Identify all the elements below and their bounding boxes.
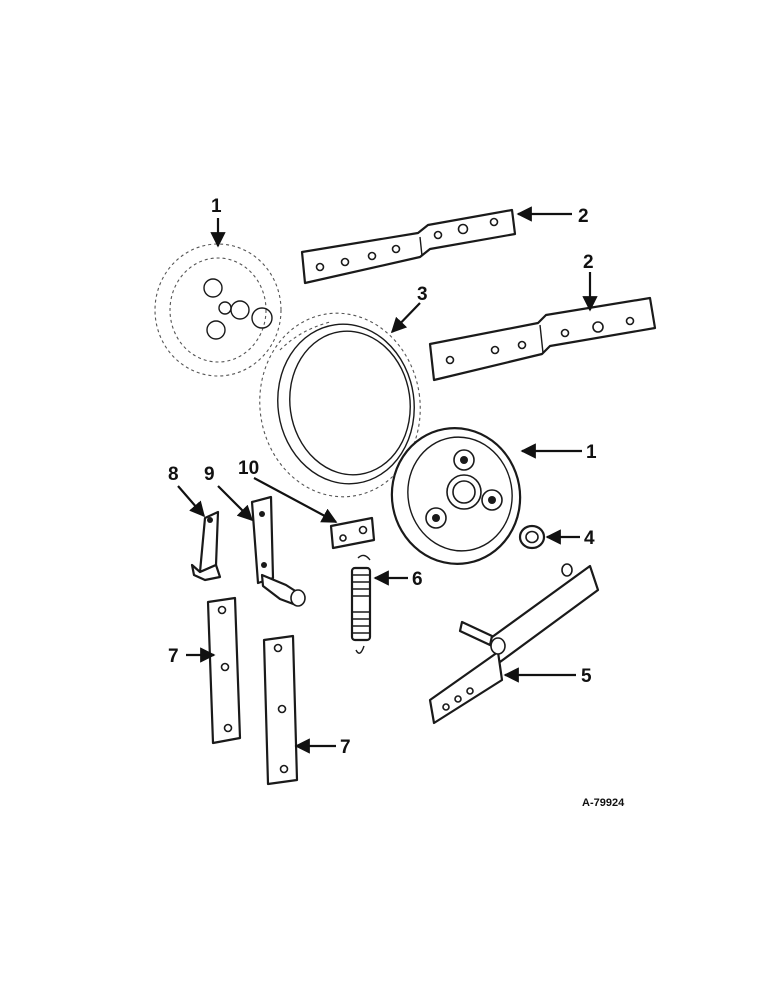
- bearing: [518, 524, 546, 550]
- strap-right: [262, 634, 299, 786]
- tire: [259, 312, 421, 498]
- callout-7-left: 7: [168, 646, 179, 667]
- callout-labels: 1 2 2 3 1 4 5 6 7 7 8 9 10 A-79924: [168, 196, 625, 809]
- callout-9: 9: [204, 464, 215, 485]
- callout-8: 8: [168, 464, 179, 485]
- callout-2-middle: 2: [583, 252, 594, 273]
- callout-10: 10: [238, 458, 259, 479]
- axle-arm: [428, 563, 600, 725]
- callout-1-top: 1: [211, 196, 222, 217]
- callout-7-right: 7: [340, 737, 351, 758]
- callout-3: 3: [417, 284, 428, 305]
- spring: [350, 554, 372, 654]
- callout-6: 6: [412, 569, 423, 590]
- callout-1-middle: 1: [586, 442, 597, 463]
- strap-top: [300, 208, 517, 285]
- pin-bracket: [250, 495, 306, 607]
- wheel-middle: [390, 427, 522, 565]
- callout-5: 5: [581, 666, 592, 687]
- wheel-top-left: [154, 243, 282, 377]
- strap-left: [206, 596, 242, 745]
- small-plate: [329, 516, 376, 550]
- callout-2-top: 2: [578, 206, 589, 227]
- angle-bracket: [190, 510, 222, 582]
- drawing-code: A-79924: [582, 797, 625, 809]
- strap-middle: [428, 296, 657, 382]
- leader-lines: [177, 206, 598, 754]
- callout-4: 4: [584, 528, 595, 549]
